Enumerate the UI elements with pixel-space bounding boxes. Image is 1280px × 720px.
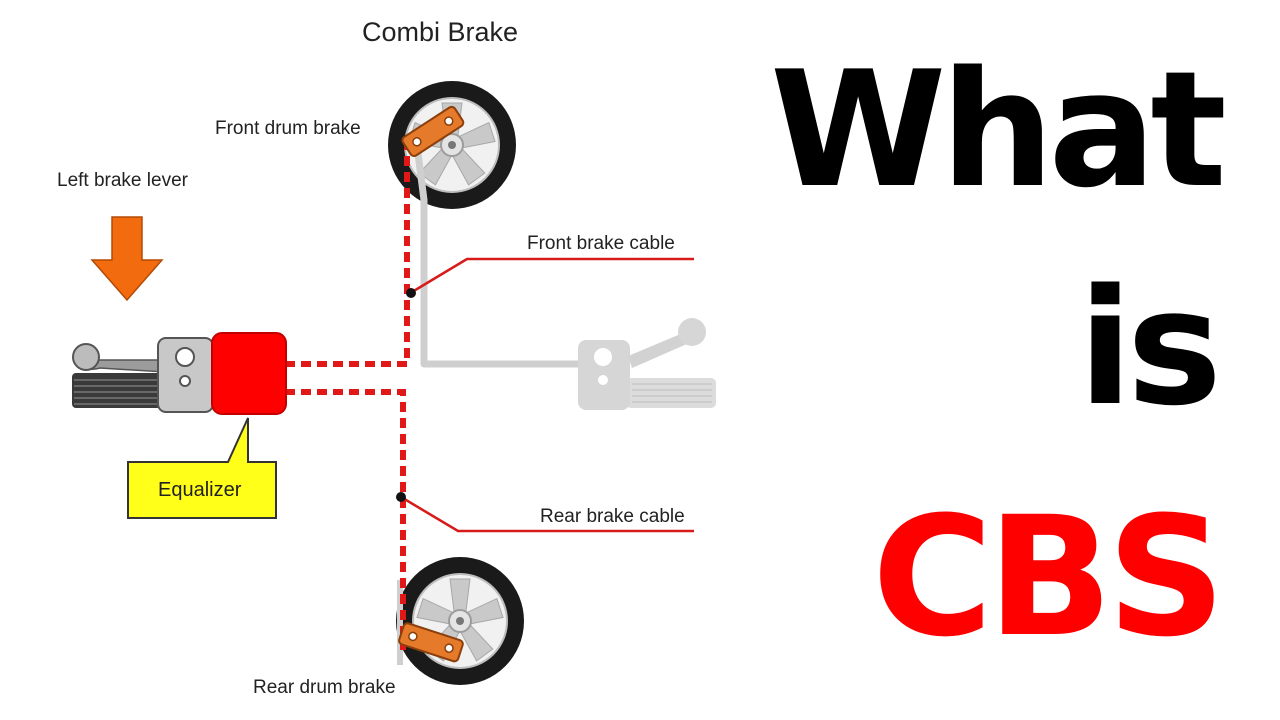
equalizer-label: Equalizer xyxy=(158,479,242,501)
headline-cbs: CBS xyxy=(872,481,1226,673)
headline-is: is xyxy=(1078,254,1222,441)
rear-brake-arm xyxy=(398,622,464,663)
brake-diagram xyxy=(72,81,716,685)
rear-brake-cable-label: Rear brake cable xyxy=(540,506,685,527)
right-lever-cable xyxy=(411,129,578,368)
left-handlebar xyxy=(72,337,214,413)
rear-drum-brake-label: Rear drum brake xyxy=(253,677,396,698)
front-brake-cable-label: Front brake cable xyxy=(527,233,675,254)
press-arrow-icon xyxy=(90,216,164,302)
front-drum-brake-label: Front drum brake xyxy=(215,118,361,139)
left-brake-lever-label: Left brake lever xyxy=(57,170,188,191)
front-brake-arm xyxy=(401,105,465,158)
diagram-title: Combi Brake xyxy=(362,17,519,47)
rear-wheel xyxy=(396,557,524,685)
equalizer-callout xyxy=(127,417,277,519)
equalizer-box xyxy=(211,332,287,415)
front-cable-leader xyxy=(411,257,694,294)
dashed-brake-cables xyxy=(285,135,410,650)
rear-cable-leader xyxy=(400,495,694,533)
right-handlebar xyxy=(578,318,716,410)
headline-what: What xyxy=(770,36,1227,223)
